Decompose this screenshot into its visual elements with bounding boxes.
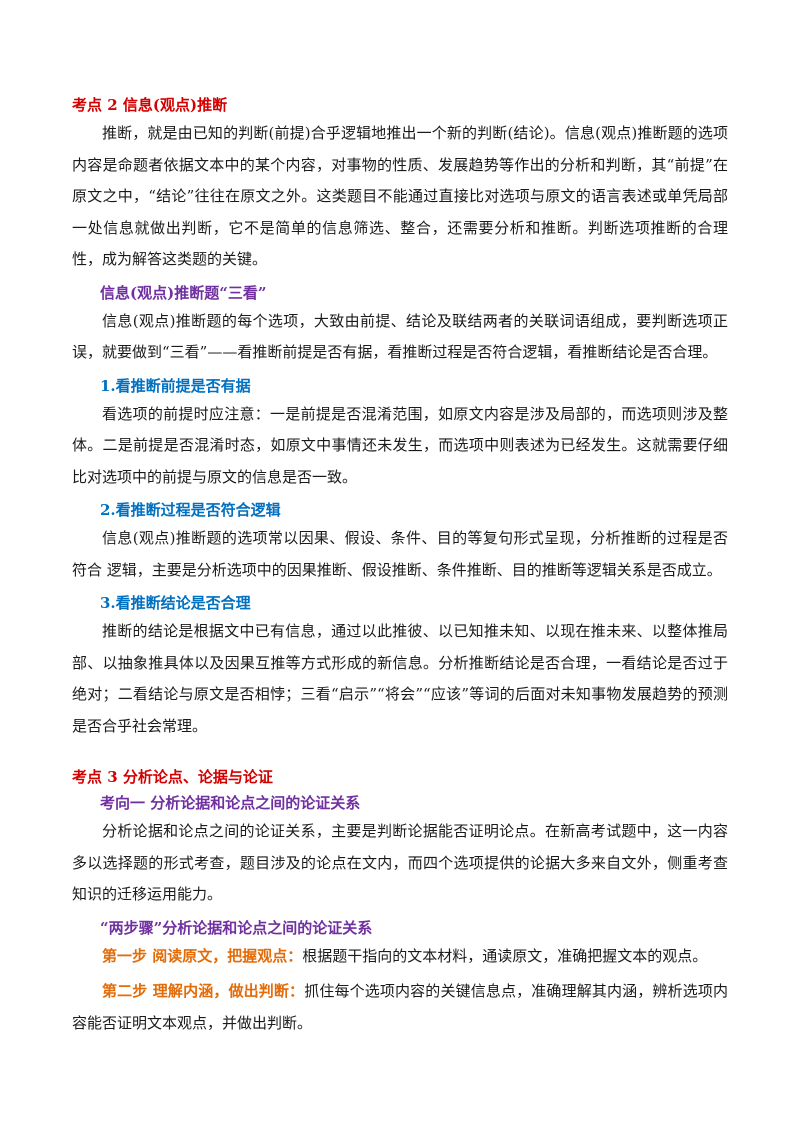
point-1-text: 看选项的前提时应注意：一是前提是否混淆范围，如原文内容是涉及局部的，而选项则涉及…	[72, 404, 728, 486]
step-2-text: 抓住每个选项内容的关键信息点，准确理解其内涵，辨析选项内容能否证明文本观点，并做…	[72, 982, 728, 1032]
point-1-heading: 1.看推断前提是否有据	[100, 376, 251, 395]
step-1-label: 第一步 阅读原文，把握观点：	[102, 946, 303, 965]
step-2: 第二步 理解内涵，做出判断：抓住每个选项内容的关键信息点，准确理解其内涵，辨析选…	[72, 976, 728, 1039]
direction-title: 考向一 分析论据和论点之间的论证关系	[100, 794, 361, 812]
step-1-text: 根据题干指向的文本材料，通读原文，准确把握文本的观点。	[302, 946, 708, 965]
point-2-text: 信息(观点)推断题的选项常以因果、假设、条件、目的等复句形式呈现，分析推断的过程…	[72, 529, 728, 579]
direction-text: 分析论据和论点之间的论证关系，主要是判断论据能否证明论点。在新高考试题中，这一内…	[72, 822, 728, 903]
section-2-intro: 推断，就是由已知的判断(前提)合乎逻辑地推出一个新的判断(结论)。信息(观点)推…	[72, 124, 728, 268]
point-3-text: 推断的结论是根据文中已有信息，通过以此推彼、以已知推未知、以现在推未来、以整体推…	[72, 622, 728, 735]
step-1: 第一步 阅读原文，把握观点：根据题干指向的文本材料，通读原文，准确把握文本的观点…	[72, 941, 728, 973]
section-2-subtitle: 信息(观点)推断题“三看”	[100, 283, 267, 302]
step-2-label: 第二步 理解内涵，做出判断：	[102, 982, 305, 1000]
document-page: 考点 2 信息(观点)推断 推断，就是由已知的判断(前提)合乎逻辑地推出一个新的…	[72, 92, 728, 1039]
section-2-subtitle-text: 信息(观点)推断题的每个选项，大致由前提、结论及联结两者的关联词语组成，要判断选…	[72, 311, 728, 362]
point-3-heading: 3.看推断结论是否合理	[100, 594, 251, 612]
steps-title: “两步骤”分析论据和论点之间的论证关系	[100, 918, 373, 937]
section-3-title: 考点 3 分析论点、论据与论证	[72, 768, 273, 786]
point-2-heading: 2.看推断过程是否符合逻辑	[100, 501, 281, 519]
section-2-title: 考点 2 信息(观点)推断	[72, 96, 228, 114]
